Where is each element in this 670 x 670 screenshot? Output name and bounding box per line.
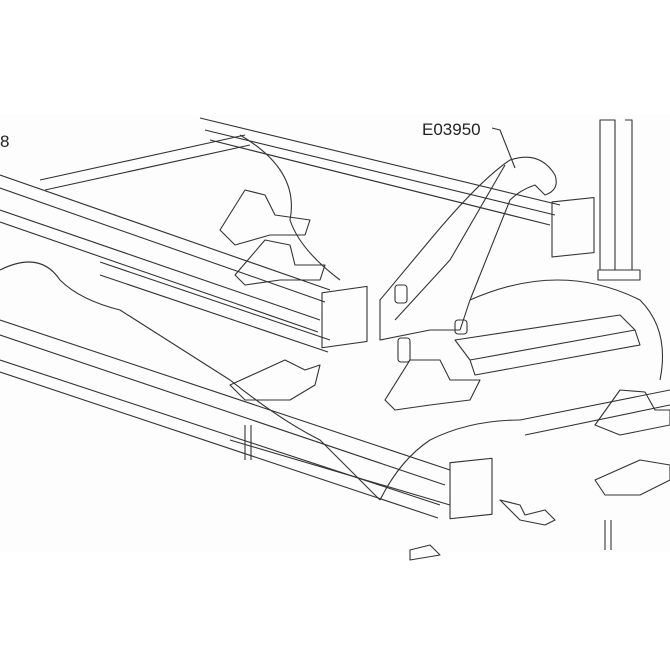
clamp-parts — [409, 499, 556, 561]
leader-line — [491, 127, 516, 169]
front-rail — [0, 319, 451, 519]
arm-part — [379, 156, 557, 341]
part-number-label: E03950 — [422, 120, 481, 139]
left-rail — [0, 174, 331, 353]
bolts — [244, 284, 612, 550]
drawing-area — [0, 115, 670, 552]
right-cross-beam — [454, 314, 670, 436]
side-plates — [0, 134, 663, 501]
rear-beam — [39, 117, 561, 226]
partial-part-label: 8 — [0, 132, 10, 151]
mounting-brackets — [219, 189, 670, 496]
bolt-plates — [321, 119, 641, 520]
